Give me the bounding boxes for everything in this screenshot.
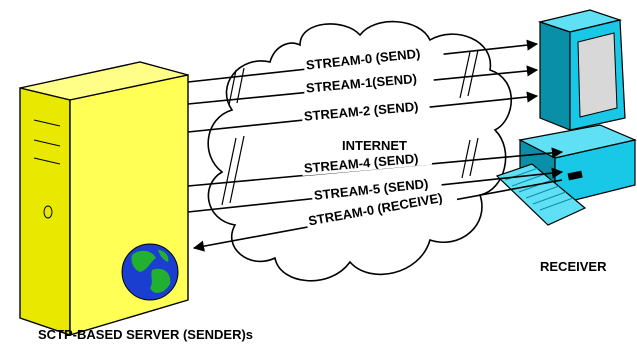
internet-cloud xyxy=(207,20,513,282)
computer-icon xyxy=(495,9,637,226)
server-label: SCTP-BASED SERVER (SENDER)s xyxy=(38,327,253,342)
receiver-label: RECEIVER xyxy=(540,259,607,274)
break-marks xyxy=(221,49,479,206)
internet-label: INTERNET xyxy=(342,138,407,153)
globe-icon xyxy=(121,243,179,301)
